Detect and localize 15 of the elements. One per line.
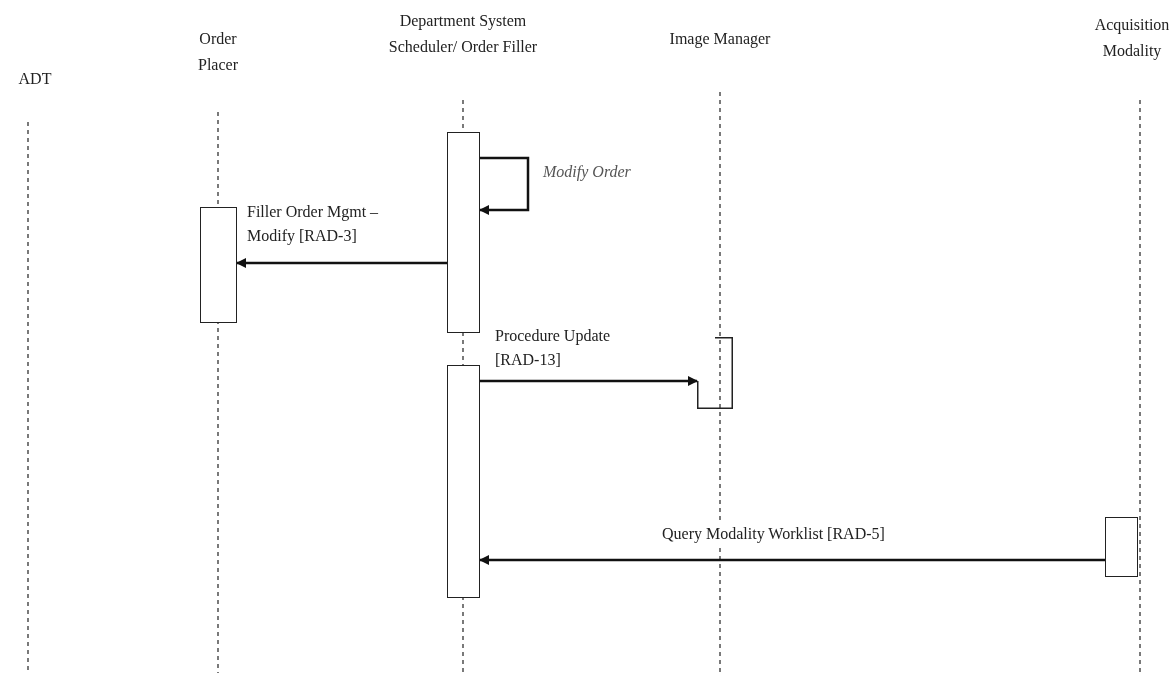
- lifeline-label: Acquisition Modality: [1092, 12, 1172, 64]
- activation-bar: [200, 207, 237, 323]
- lifeline-label: Order Placer: [178, 26, 258, 78]
- activation-bar: [1105, 517, 1138, 577]
- activation-bar: [447, 132, 480, 333]
- message-arrow: [479, 156, 530, 215]
- lifeline-label: ADT: [5, 66, 65, 92]
- lifeline-label: Department System Scheduler/ Order Filler: [378, 8, 548, 60]
- edge-label: Modify Order: [543, 162, 632, 183]
- lifeline-label: Image Manager: [630, 26, 810, 52]
- message-arrow: [479, 555, 1105, 565]
- message-arrow: [236, 258, 447, 268]
- activation-bar: [697, 337, 733, 409]
- message-arrow: [480, 376, 698, 386]
- activation-bar: [447, 365, 480, 598]
